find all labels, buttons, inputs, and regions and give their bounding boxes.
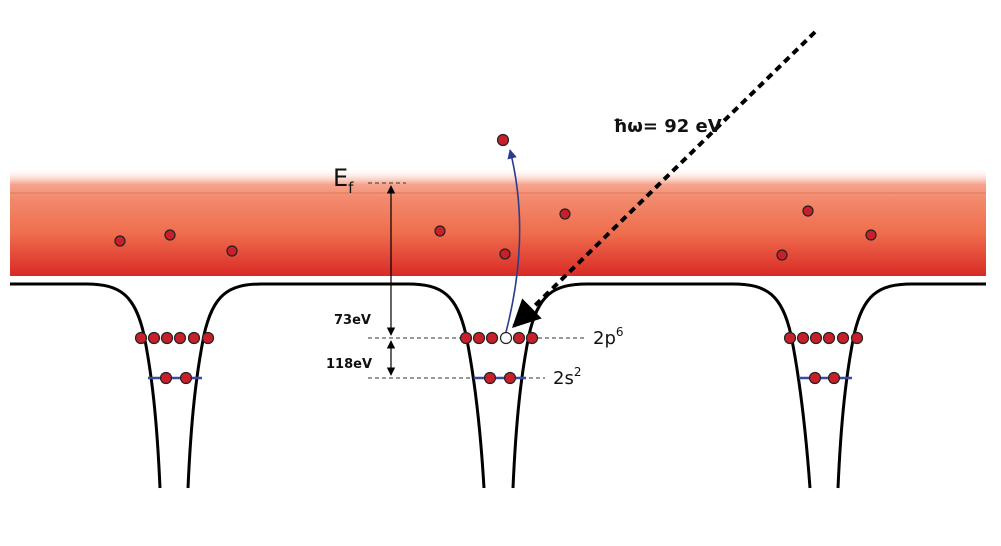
electron-2p (809, 331, 823, 345)
well-right-electrons (783, 331, 864, 385)
electron-2s (483, 371, 497, 385)
electron-2s (827, 371, 841, 385)
conduction-electron (559, 208, 571, 220)
level-2p-label: 2p6 (593, 325, 624, 349)
electron-2p (485, 331, 499, 345)
electron-2p (134, 331, 148, 345)
electron-2p (173, 331, 187, 345)
emission-arrow (505, 149, 521, 333)
electron-2p (201, 331, 215, 345)
conduction-electron (776, 249, 788, 261)
gap-lower-label: 118eV (326, 357, 372, 372)
level-2s-label: 2s2 (553, 365, 581, 389)
photon-arrow (511, 30, 817, 328)
conduction-electron (114, 235, 126, 247)
conduction-electron (865, 229, 877, 241)
well-center-electrons (459, 331, 539, 385)
photon-energy-label: ħω= 92 eV (613, 116, 722, 137)
electron-2s (159, 371, 173, 385)
electron-2p (850, 331, 864, 345)
conduction-electron (434, 225, 446, 237)
conduction-electron (499, 248, 511, 260)
emitted-electron (496, 133, 510, 147)
electron-2s (808, 371, 822, 385)
well-left-electrons (134, 331, 215, 385)
conduction-electron (226, 245, 238, 257)
electron-2p (160, 331, 174, 345)
fermi-label: Ef (333, 164, 354, 197)
electron-2p (796, 331, 810, 345)
conduction-electron (164, 229, 176, 241)
electron-2p (512, 331, 526, 345)
electron-2p (836, 331, 850, 345)
electron-2p (822, 331, 836, 345)
gap-upper-label: 73eV (334, 313, 371, 328)
conduction-band (10, 168, 986, 276)
electron-2s (179, 371, 193, 385)
electron-2p (459, 331, 473, 345)
conduction-electron (802, 205, 814, 217)
electron-2p (187, 331, 201, 345)
electron-2s (503, 371, 517, 385)
hole-2p (499, 331, 513, 345)
electron-2p (783, 331, 797, 345)
conduction-electrons (114, 205, 877, 261)
potential-curve (10, 282, 986, 489)
electron-2p (525, 331, 539, 345)
electron-2p (472, 331, 486, 345)
electron-2p (147, 331, 161, 345)
